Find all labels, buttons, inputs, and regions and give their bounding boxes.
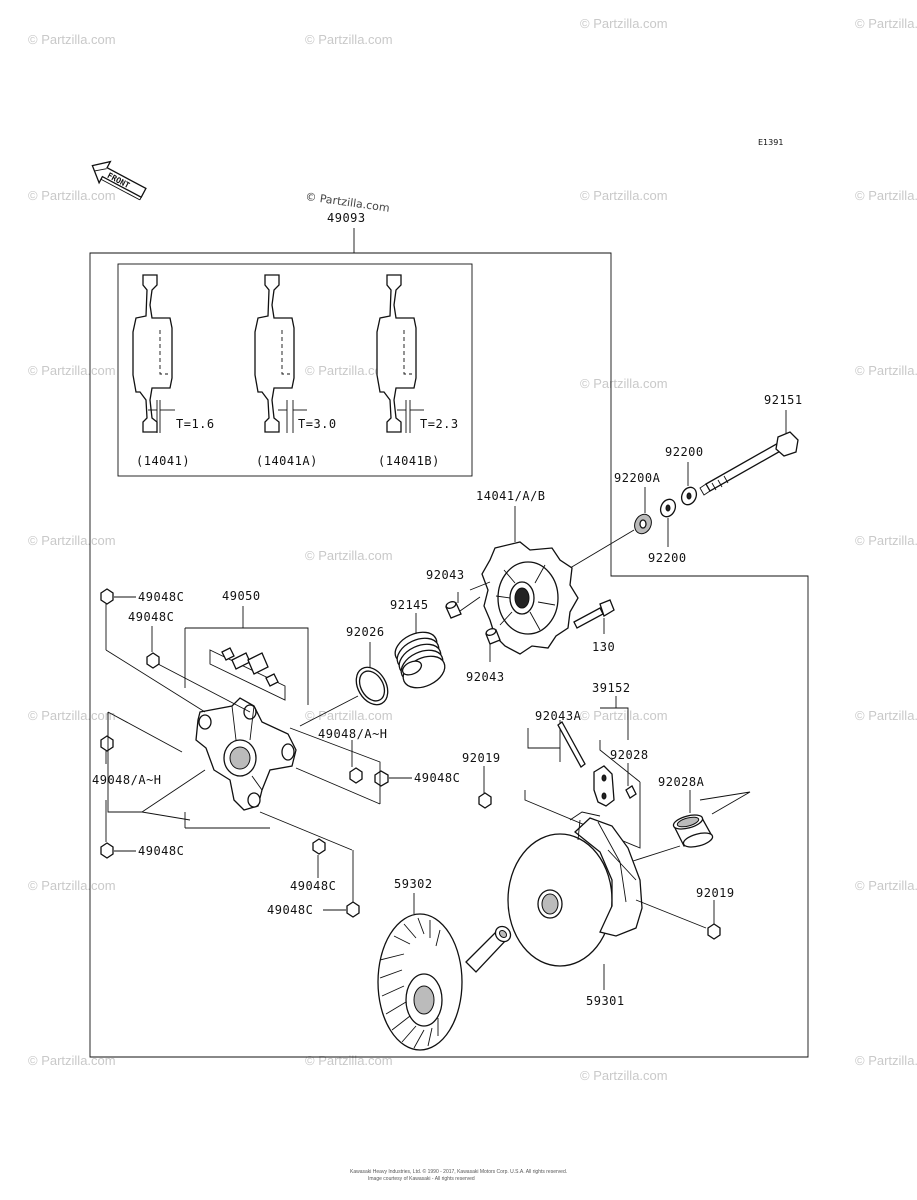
part-label-49050: 49050 bbox=[222, 589, 261, 603]
watermark: © Partzilla.com bbox=[855, 188, 917, 203]
plate-profile-14041B: T=2.3 (14041B) bbox=[376, 274, 459, 468]
part-label-49048C: 49048C bbox=[138, 590, 184, 604]
nut-49048-A-H: 49048/A~H bbox=[92, 711, 183, 787]
footer-credit: Image courtesy of Kawasaki - All rights … bbox=[368, 1176, 475, 1182]
nut-92019: 92019 bbox=[462, 751, 501, 809]
spider-cover-14041: 14041/A/B bbox=[476, 489, 579, 655]
watermark: © Partzilla.com bbox=[855, 363, 917, 378]
watermark: © Partzilla.com bbox=[580, 708, 668, 723]
watermark: © Partzilla.com bbox=[580, 376, 668, 391]
part-label-92028: 92028 bbox=[610, 748, 649, 762]
washer-group: 92200 92200A 92200 bbox=[559, 445, 704, 575]
spring-92145: 92145 bbox=[390, 598, 446, 689]
part-label-39152: 39152 bbox=[592, 681, 631, 695]
watermark: © Partzilla.com bbox=[305, 363, 393, 378]
plate-code: (14041A) bbox=[256, 454, 318, 468]
watermark: © Partzilla.com bbox=[855, 708, 917, 723]
nut-49048-A-H: 49048/A~H bbox=[318, 727, 388, 784]
nut-92019: 92019 bbox=[696, 886, 735, 940]
arm-assembly bbox=[195, 697, 297, 811]
insert-box: T=1.6 (14041) T=3.0 (14041A) T=2.3 (1404… bbox=[117, 263, 473, 477]
part-label-92028A: 92028A bbox=[658, 775, 705, 789]
plate-profile-14041: T=1.6 (14041) bbox=[132, 274, 215, 468]
part-label-59301: 59301 bbox=[586, 994, 625, 1008]
bolt-92151: 92151 bbox=[699, 393, 803, 496]
part-label-49048-A-H: 49048/A~H bbox=[92, 773, 162, 787]
part-label-92043A: 92043A bbox=[535, 709, 582, 723]
nut-49048C: 49048C bbox=[100, 800, 184, 859]
part-label-49048C: 49048C bbox=[267, 903, 313, 917]
leader-line bbox=[469, 581, 491, 591]
watermark: © Partzilla.com bbox=[28, 1053, 116, 1068]
pin-92043: 92043 bbox=[426, 568, 481, 619]
part-label-92019: 92019 bbox=[696, 886, 735, 900]
nut-49048C: 49048C bbox=[128, 610, 251, 713]
plate-thickness: T=3.0 bbox=[298, 417, 337, 431]
watermark: © Partzilla.com bbox=[580, 16, 668, 31]
nut-49048C: 49048C bbox=[290, 838, 336, 893]
ring-92026: 92026 bbox=[299, 625, 389, 727]
plate-code: (14041) bbox=[136, 454, 190, 468]
part-label-92151: 92151 bbox=[764, 393, 803, 407]
plate-code: (14041B) bbox=[378, 454, 440, 468]
assembly-leader-lines bbox=[107, 712, 381, 851]
part-label-49093: 49093 bbox=[327, 211, 366, 225]
part-label-49048C: 49048C bbox=[128, 610, 174, 624]
part-label-92200A: 92200A bbox=[614, 471, 661, 485]
plate-profile-14041A: T=3.0 (14041A) bbox=[254, 274, 337, 468]
fixed-sheave-59302: 59302 bbox=[377, 877, 512, 1051]
watermark: © Partzilla.com bbox=[28, 708, 116, 723]
watermark: © Partzilla.com bbox=[28, 32, 116, 47]
pin-92043: 92043 bbox=[466, 628, 505, 684]
watermark: © Partzilla.com bbox=[580, 1068, 668, 1083]
roller-group-39152: 39152 92043A 92028 bbox=[524, 681, 649, 849]
diagram-code: E1391 bbox=[758, 138, 783, 147]
watermark: © Partzilla.com bbox=[305, 708, 393, 723]
part-label-59302: 59302 bbox=[394, 877, 433, 891]
watermark: © Partzilla.com bbox=[305, 32, 393, 47]
part-label-130: 130 bbox=[592, 640, 615, 654]
bushing-92028A: 92028A bbox=[629, 775, 751, 863]
part-label-49048C: 49048C bbox=[414, 771, 460, 785]
part-label-92026: 92026 bbox=[346, 625, 385, 639]
assembly-frame: 49093 bbox=[89, 211, 809, 1058]
watermark: © Partzilla.com bbox=[305, 1053, 393, 1068]
watermark: © Partzilla.com bbox=[305, 548, 393, 563]
part-label-92200: 92200 bbox=[648, 551, 687, 565]
part-label-14041-A-B: 14041/A/B bbox=[476, 489, 546, 503]
bolt-130: 130 bbox=[573, 599, 615, 654]
plate-thickness: T=1.6 bbox=[176, 417, 215, 431]
watermark: © Partzilla.com bbox=[855, 1053, 917, 1068]
part-label-92043: 92043 bbox=[466, 670, 505, 684]
weight-group-49050: 49050 bbox=[184, 589, 309, 705]
movable-sheave-59301: 59301 bbox=[507, 811, 707, 1008]
front-arrow-icon: FRONT bbox=[91, 160, 147, 201]
nut-49048C: 49048C bbox=[100, 588, 206, 713]
plate-thickness: T=2.3 bbox=[420, 417, 459, 431]
watermark: © Partzilla.com bbox=[855, 16, 917, 31]
part-label-49048C: 49048C bbox=[138, 844, 184, 858]
watermark: © Partzilla.com bbox=[28, 878, 116, 893]
watermark-layer: © Partzilla.com © Partzilla.com © Partzi… bbox=[28, 16, 917, 1083]
watermark: © Partzilla.com bbox=[580, 188, 668, 203]
part-label-49048-A-H: 49048/A~H bbox=[318, 727, 388, 741]
nut-49048C: 49048C bbox=[374, 770, 460, 787]
part-label-92043: 92043 bbox=[426, 568, 465, 582]
watermark: © Partzilla.com bbox=[28, 533, 116, 548]
watermark: © Partzilla.com bbox=[28, 363, 116, 378]
part-label-92200: 92200 bbox=[665, 445, 704, 459]
watermark: © Partzilla.com bbox=[28, 188, 116, 203]
watermark: © Partzilla.com bbox=[855, 533, 917, 548]
nut-49048C: 49048C bbox=[267, 850, 360, 918]
part-label-92019: 92019 bbox=[462, 751, 501, 765]
part-label-92145: 92145 bbox=[390, 598, 429, 612]
watermark: © Partzilla.com bbox=[855, 878, 917, 893]
part-label-49048C: 49048C bbox=[290, 879, 336, 893]
footer-copyright: Kawasaki Heavy Industries, Ltd. © 1990 -… bbox=[350, 1168, 567, 1175]
